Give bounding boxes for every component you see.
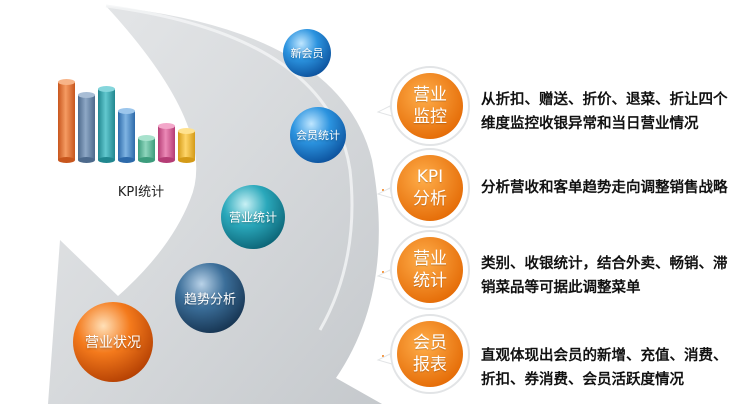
badge-title-line: 营业 [413,249,447,269]
orb-business-stats [221,185,285,249]
bar-cylinder [58,79,75,163]
desc-line: 维度监控收银异常和当日营业情况 [481,116,699,132]
desc-line: 销菜品等可据此调整菜单 [481,280,641,296]
orb-member-stats [290,107,346,163]
desc-line: 从折扣、赠送、折价、退菜、折让四个 [481,92,728,108]
bar-cylinder [78,92,95,163]
badge-kpi-analysis [376,148,470,228]
bar-cylinder [138,135,155,163]
desc-line: 直观体现出会员的新增、充值、消费、 [481,348,728,364]
desc-member-report: 直观体现出会员的新增、充值、消费、 折扣、券消费、会员活跃度情况 [481,344,743,392]
badge-title-line: 报表 [413,355,447,375]
orb-label-business-status: 营业状况 [85,335,141,351]
desc-line: 折扣、券消费、会员活跃度情况 [481,372,684,388]
curved-arrow-band [48,6,382,404]
badge-title-business-monitor: 营业 监控 [400,84,460,128]
bar-cylinder [158,123,175,163]
orb-label-new-member: 新会员 [290,47,324,60]
badge-title-kpi-analysis: KPI 分析 [400,166,460,210]
badge-title-line: 分析 [413,189,447,209]
badge-title-business-stats: 营业 统计 [400,248,460,292]
badge-title-line: 营业 [413,85,447,105]
badge-business-stats [376,230,470,310]
orb-label-business-stats: 营业统计 [228,210,278,225]
orb-new-member [283,29,331,77]
desc-kpi-analysis: 分析营收和客单趋势走向调整销售战略 [481,176,743,200]
badge-title-member-report: 会员 报表 [400,332,460,376]
orb-label-trend-analysis: 趋势分析 [183,292,237,308]
bar-cylinder [98,86,115,163]
bar-cylinder [118,108,135,163]
desc-line: 分析营收和客单趋势走向调整销售战略 [481,180,728,196]
orb-label-member-stats: 会员统计 [296,129,340,142]
desc-business-monitor: 从折扣、赠送、折价、退菜、折让四个 维度监控收银异常和当日营业情况 [481,88,743,136]
badge-member-report [376,314,470,394]
orb-business-status [73,302,153,382]
badge-title-line: 统计 [413,271,447,291]
badge-title-line: KPI [416,167,444,187]
bar-cylinder [178,128,195,163]
badge-title-line: 会员 [413,333,447,353]
kpi-bar-chart-icon [58,79,195,163]
desc-business-stats: 类别、收银统计，结合外卖、畅销、滞 销菜品等可据此调整菜单 [481,252,743,300]
orb-trend-analysis [175,263,245,333]
badge-business-monitor [376,66,470,146]
badge-title-line: 监控 [413,107,447,127]
desc-line: 类别、收银统计，结合外卖、畅销、滞 [481,256,728,272]
kpi-chart-label: KPI统计 [117,185,165,200]
